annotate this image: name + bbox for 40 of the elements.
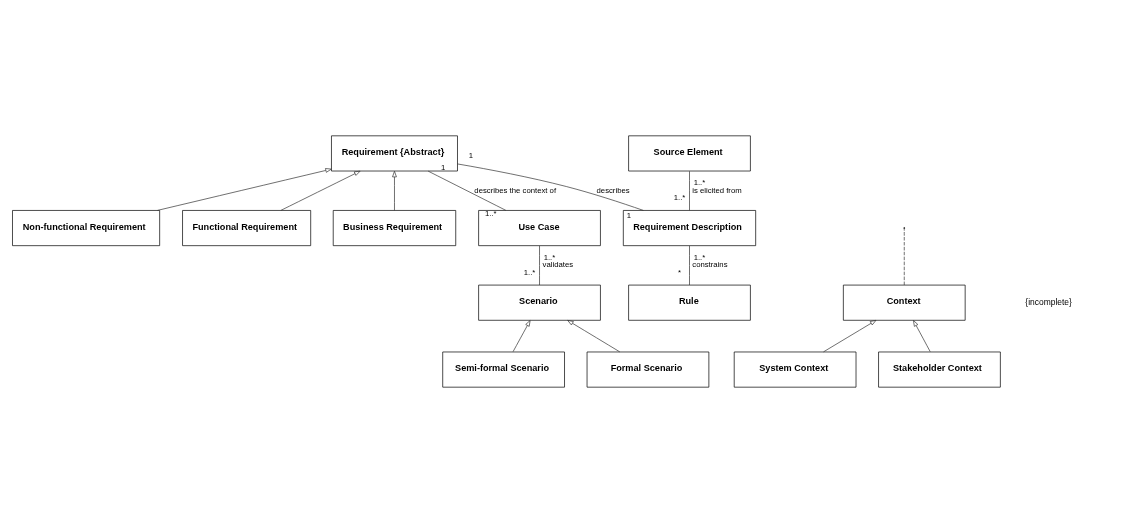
connector bbox=[539, 245, 540, 285]
connector bbox=[689, 170, 690, 211]
label: 1 bbox=[441, 162, 446, 172]
edge-label: describes the context of bbox=[474, 185, 557, 195]
label: 1..* bbox=[543, 252, 556, 262]
arrow bbox=[392, 170, 397, 211]
connector bbox=[903, 228, 905, 285]
node-box: Stakeholder Context bbox=[878, 351, 1001, 388]
connector bbox=[457, 163, 644, 211]
arrow bbox=[913, 319, 931, 352]
node-box: Context bbox=[843, 284, 966, 321]
edge-label: constrains bbox=[692, 259, 728, 269]
node-box: Non-functional Requirement bbox=[12, 209, 160, 246]
label: 1..* bbox=[523, 267, 536, 277]
arrow bbox=[157, 167, 332, 211]
node-box: Semi-formal Scenario bbox=[442, 351, 565, 388]
node-box: Business Requirement bbox=[332, 209, 457, 246]
label: 1..* bbox=[693, 252, 706, 262]
arrow bbox=[823, 319, 877, 352]
node-box: Source Element bbox=[628, 134, 751, 171]
label: * bbox=[678, 267, 682, 277]
node-box: Formal Scenario bbox=[586, 351, 710, 388]
connector bbox=[689, 245, 690, 285]
arrow bbox=[280, 170, 361, 211]
connector bbox=[427, 170, 507, 211]
label: 1 bbox=[468, 150, 474, 160]
arrow bbox=[567, 319, 621, 352]
node-box: Rule bbox=[628, 284, 751, 321]
label: 1..* bbox=[673, 192, 686, 202]
label: 1..* bbox=[693, 177, 706, 187]
label: 1..* bbox=[485, 208, 497, 218]
arrow bbox=[512, 319, 531, 352]
label: {incomplete} bbox=[1025, 296, 1072, 307]
edge-label: describes bbox=[596, 185, 630, 195]
node-box: Scenario bbox=[478, 284, 601, 321]
label: 1 bbox=[626, 210, 632, 220]
node-box: System Context bbox=[733, 351, 857, 388]
edge-label: validates bbox=[542, 259, 574, 269]
node-box: Functional Requirement bbox=[182, 209, 312, 246]
edge-label: is elicited from bbox=[692, 185, 742, 195]
